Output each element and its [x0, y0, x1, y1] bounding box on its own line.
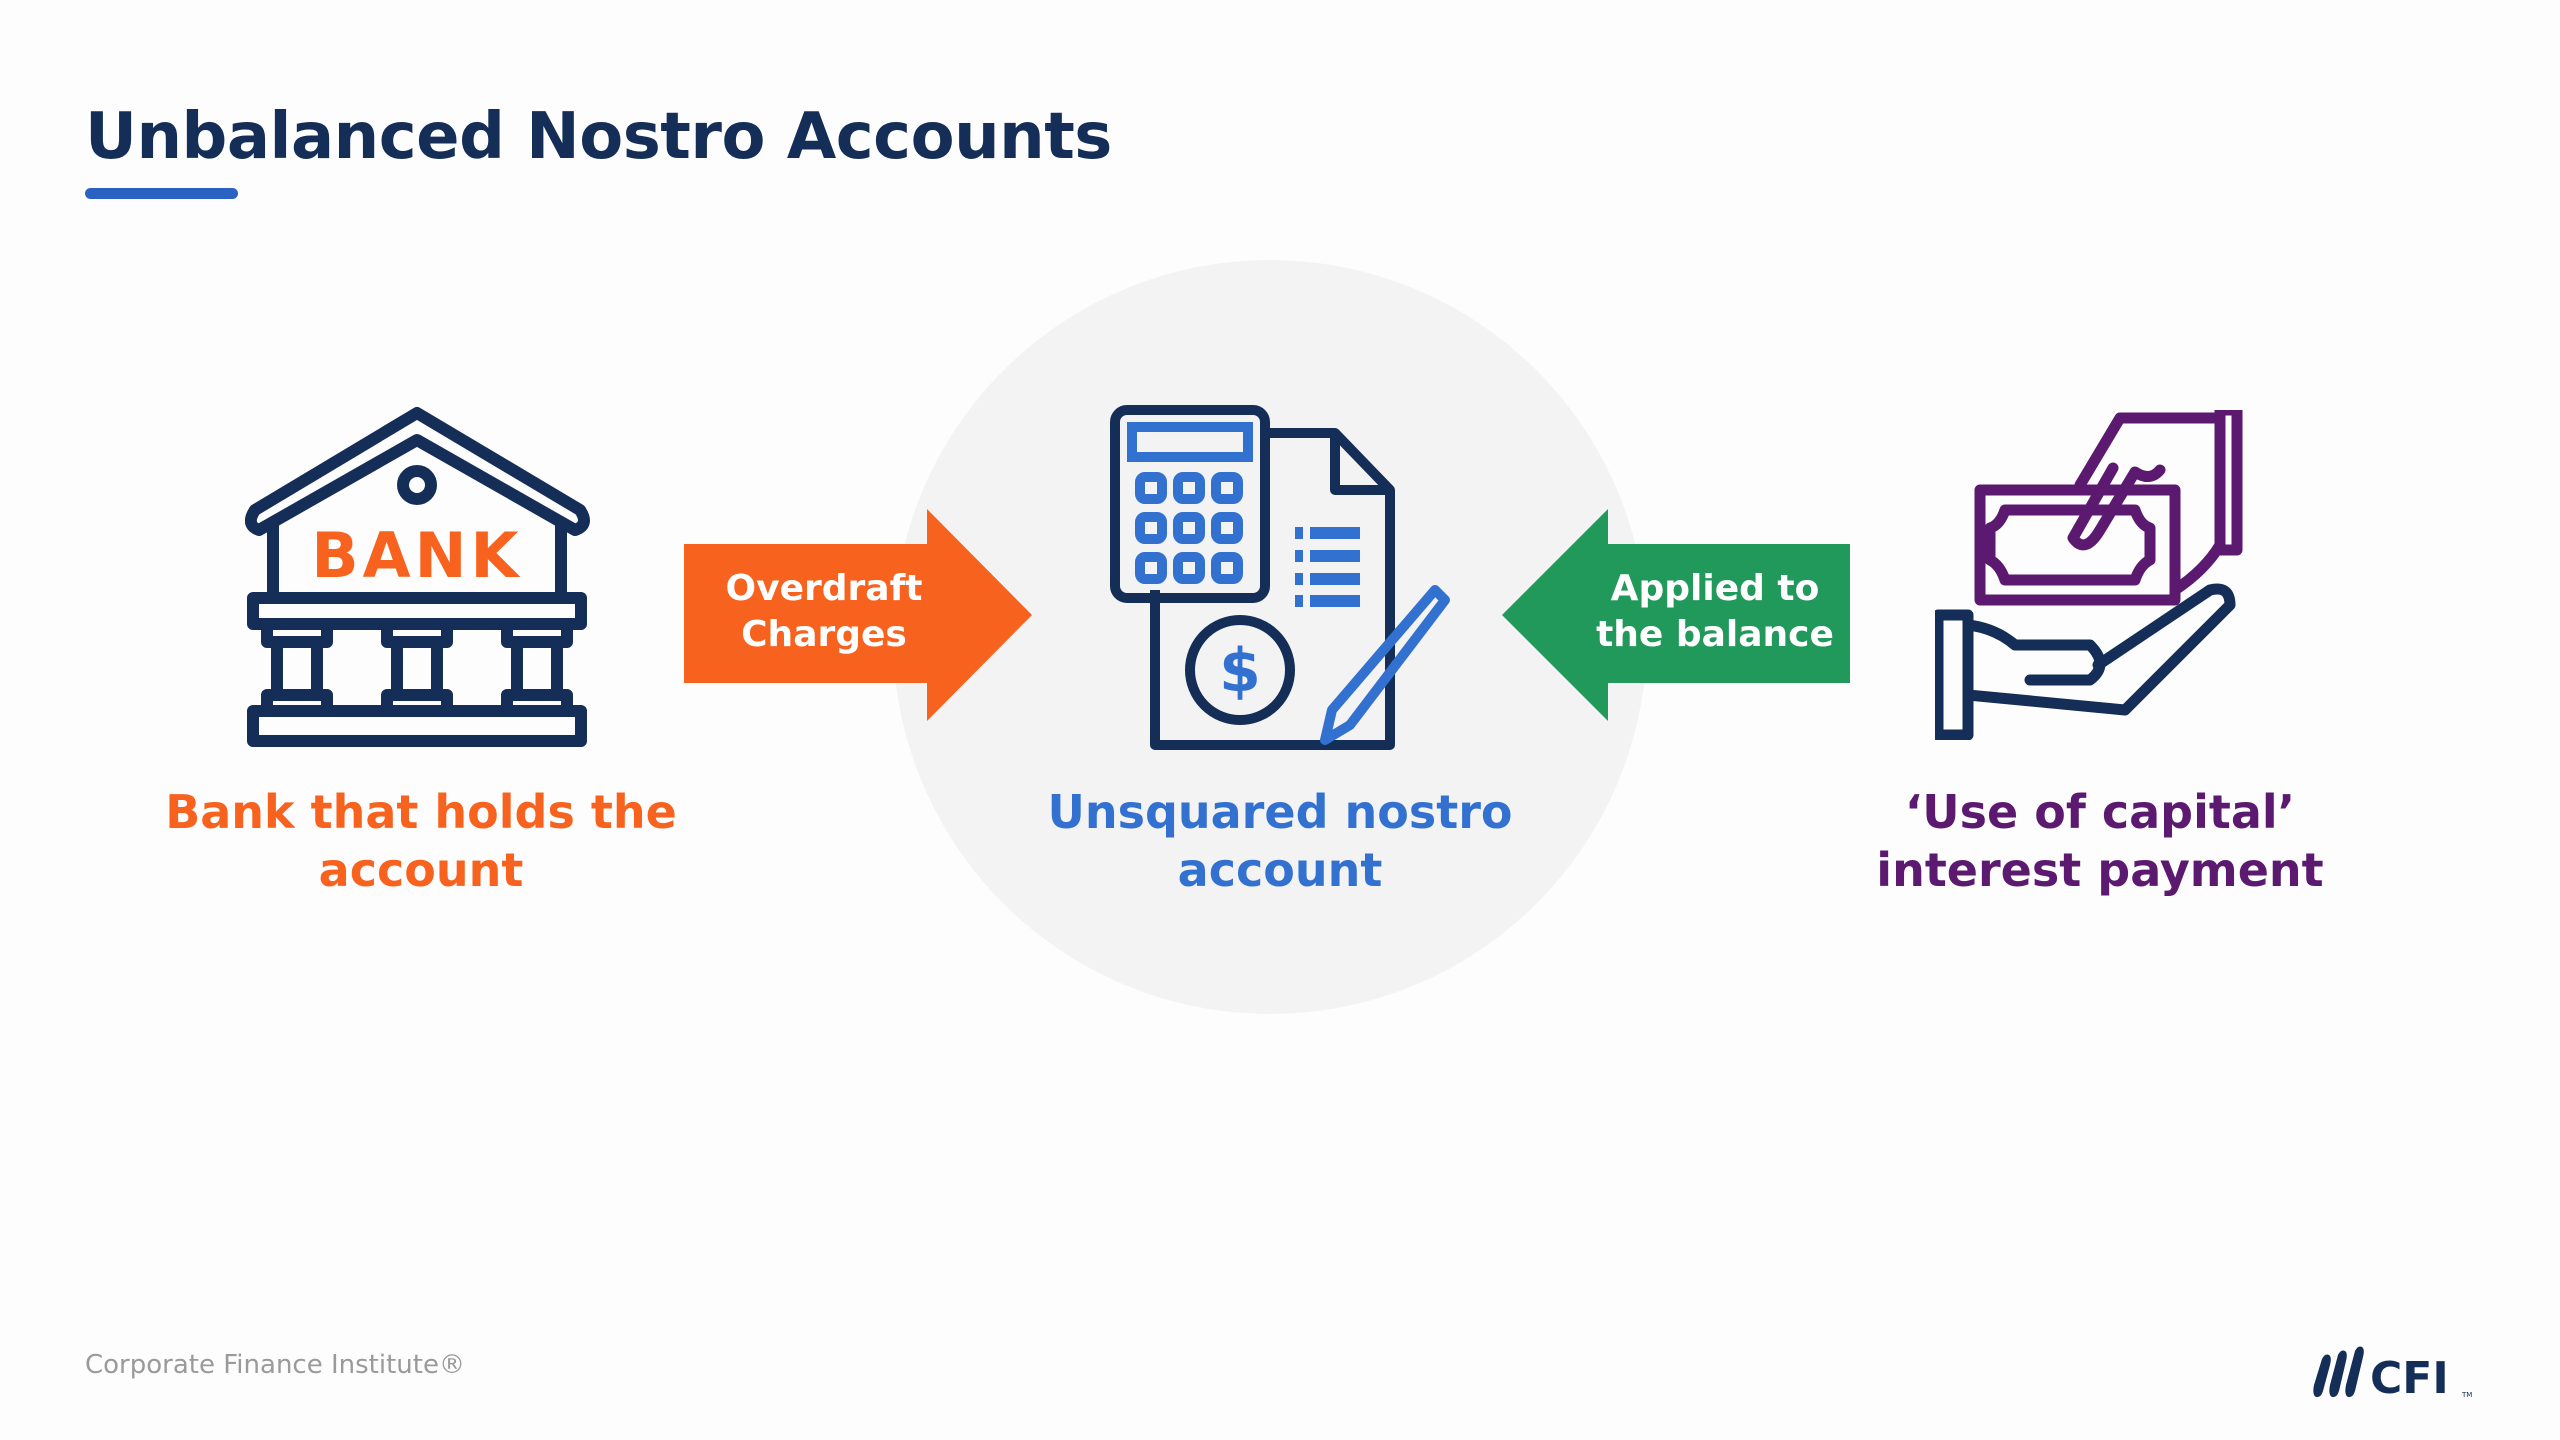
- arrow-label-line: the balance: [1596, 614, 1834, 655]
- label-line: account: [1177, 843, 1383, 897]
- label-line: interest payment: [1876, 843, 2324, 897]
- applied-arrow-label: Applied to the balance: [1580, 566, 1850, 658]
- svg-text:$: $: [1219, 636, 1261, 706]
- arrow-label-line: Applied to: [1610, 568, 1820, 609]
- overdraft-arrow: [684, 509, 1032, 721]
- bank-label: Bank that holds the account: [101, 783, 741, 899]
- cfi-logo: CFI TM: [2313, 1346, 2472, 1399]
- overdraft-arrow-label: Overdraft Charges: [684, 566, 964, 658]
- label-line: account: [318, 843, 524, 897]
- footer-copyright: Corporate Finance Institute®: [85, 1350, 465, 1380]
- bank-icon-text: BANK: [311, 519, 522, 592]
- interest-payment-label: ‘Use of capital’ interest payment: [1780, 783, 2420, 899]
- label-line: Bank that holds the: [165, 785, 677, 839]
- nostro-account-label: Unsquared nostro account: [960, 783, 1600, 899]
- cfi-logo-tm: TM: [2461, 1391, 2472, 1399]
- arrow-label-line: Overdraft: [725, 568, 923, 609]
- hand-money-icon: [1935, 410, 2243, 740]
- center-circle-background: [893, 260, 1647, 1014]
- calculator-document-icon: $: [1110, 405, 1450, 750]
- arrow-label-line: Charges: [741, 614, 907, 655]
- label-line: ‘Use of capital’: [1904, 785, 2296, 839]
- title-underline: [85, 188, 238, 199]
- cfi-logo-text: CFI: [2370, 1353, 2449, 1399]
- applied-arrow: [1502, 509, 1850, 721]
- page-title: Unbalanced Nostro Accounts: [85, 100, 1112, 174]
- bank-icon: BANK: [245, 407, 590, 747]
- label-line: Unsquared nostro: [1047, 785, 1513, 839]
